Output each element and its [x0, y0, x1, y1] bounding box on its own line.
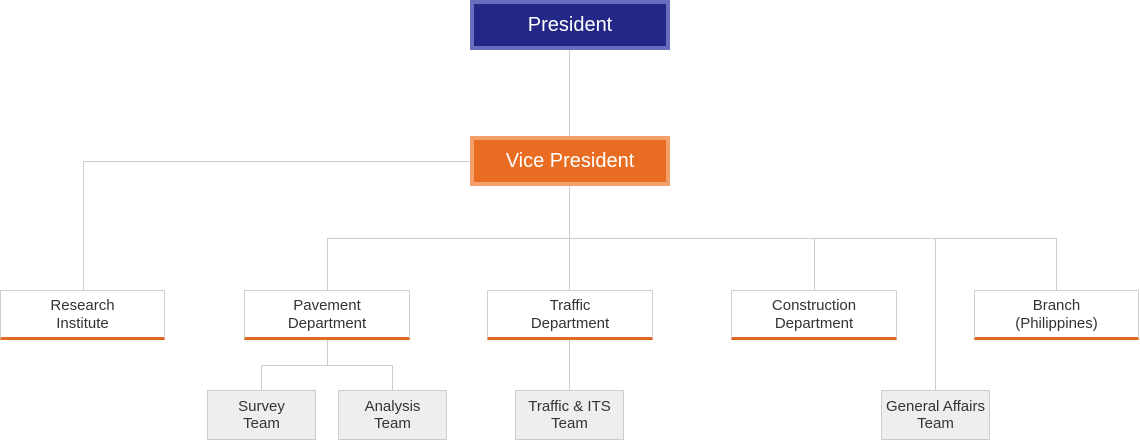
president-label: President — [527, 13, 613, 36]
team-label: Traffic & ITS Team — [528, 398, 611, 432]
connector-vp-research — [83, 161, 470, 290]
president-box: President — [470, 0, 670, 50]
department-branch-philippines: Branch (Philippines) — [974, 290, 1139, 340]
team-label: General Affairs Team — [886, 398, 985, 432]
department-label: Traffic Department — [530, 297, 610, 332]
team-general-affairs: General Affairs Team — [881, 390, 990, 440]
department-label: Construction Department — [771, 297, 857, 332]
department-research-institute: Research Institute — [0, 290, 165, 340]
department-pavement: Pavement Department — [244, 290, 410, 340]
department-traffic: Traffic Department — [487, 290, 653, 340]
team-analysis: Analysis Team — [338, 390, 447, 440]
team-survey: Survey Team — [207, 390, 316, 440]
team-label: Survey Team — [238, 398, 285, 432]
vice-president-box: Vice President — [470, 136, 670, 186]
vice-president-label: Vice President — [505, 149, 635, 172]
department-label: Branch (Philippines) — [1015, 297, 1098, 332]
department-label: Research Institute — [50, 297, 115, 332]
department-label: Pavement Department — [287, 297, 367, 332]
team-traffic-its: Traffic & ITS Team — [515, 390, 624, 440]
team-label: Analysis Team — [364, 398, 421, 432]
department-construction: Construction Department — [731, 290, 897, 340]
